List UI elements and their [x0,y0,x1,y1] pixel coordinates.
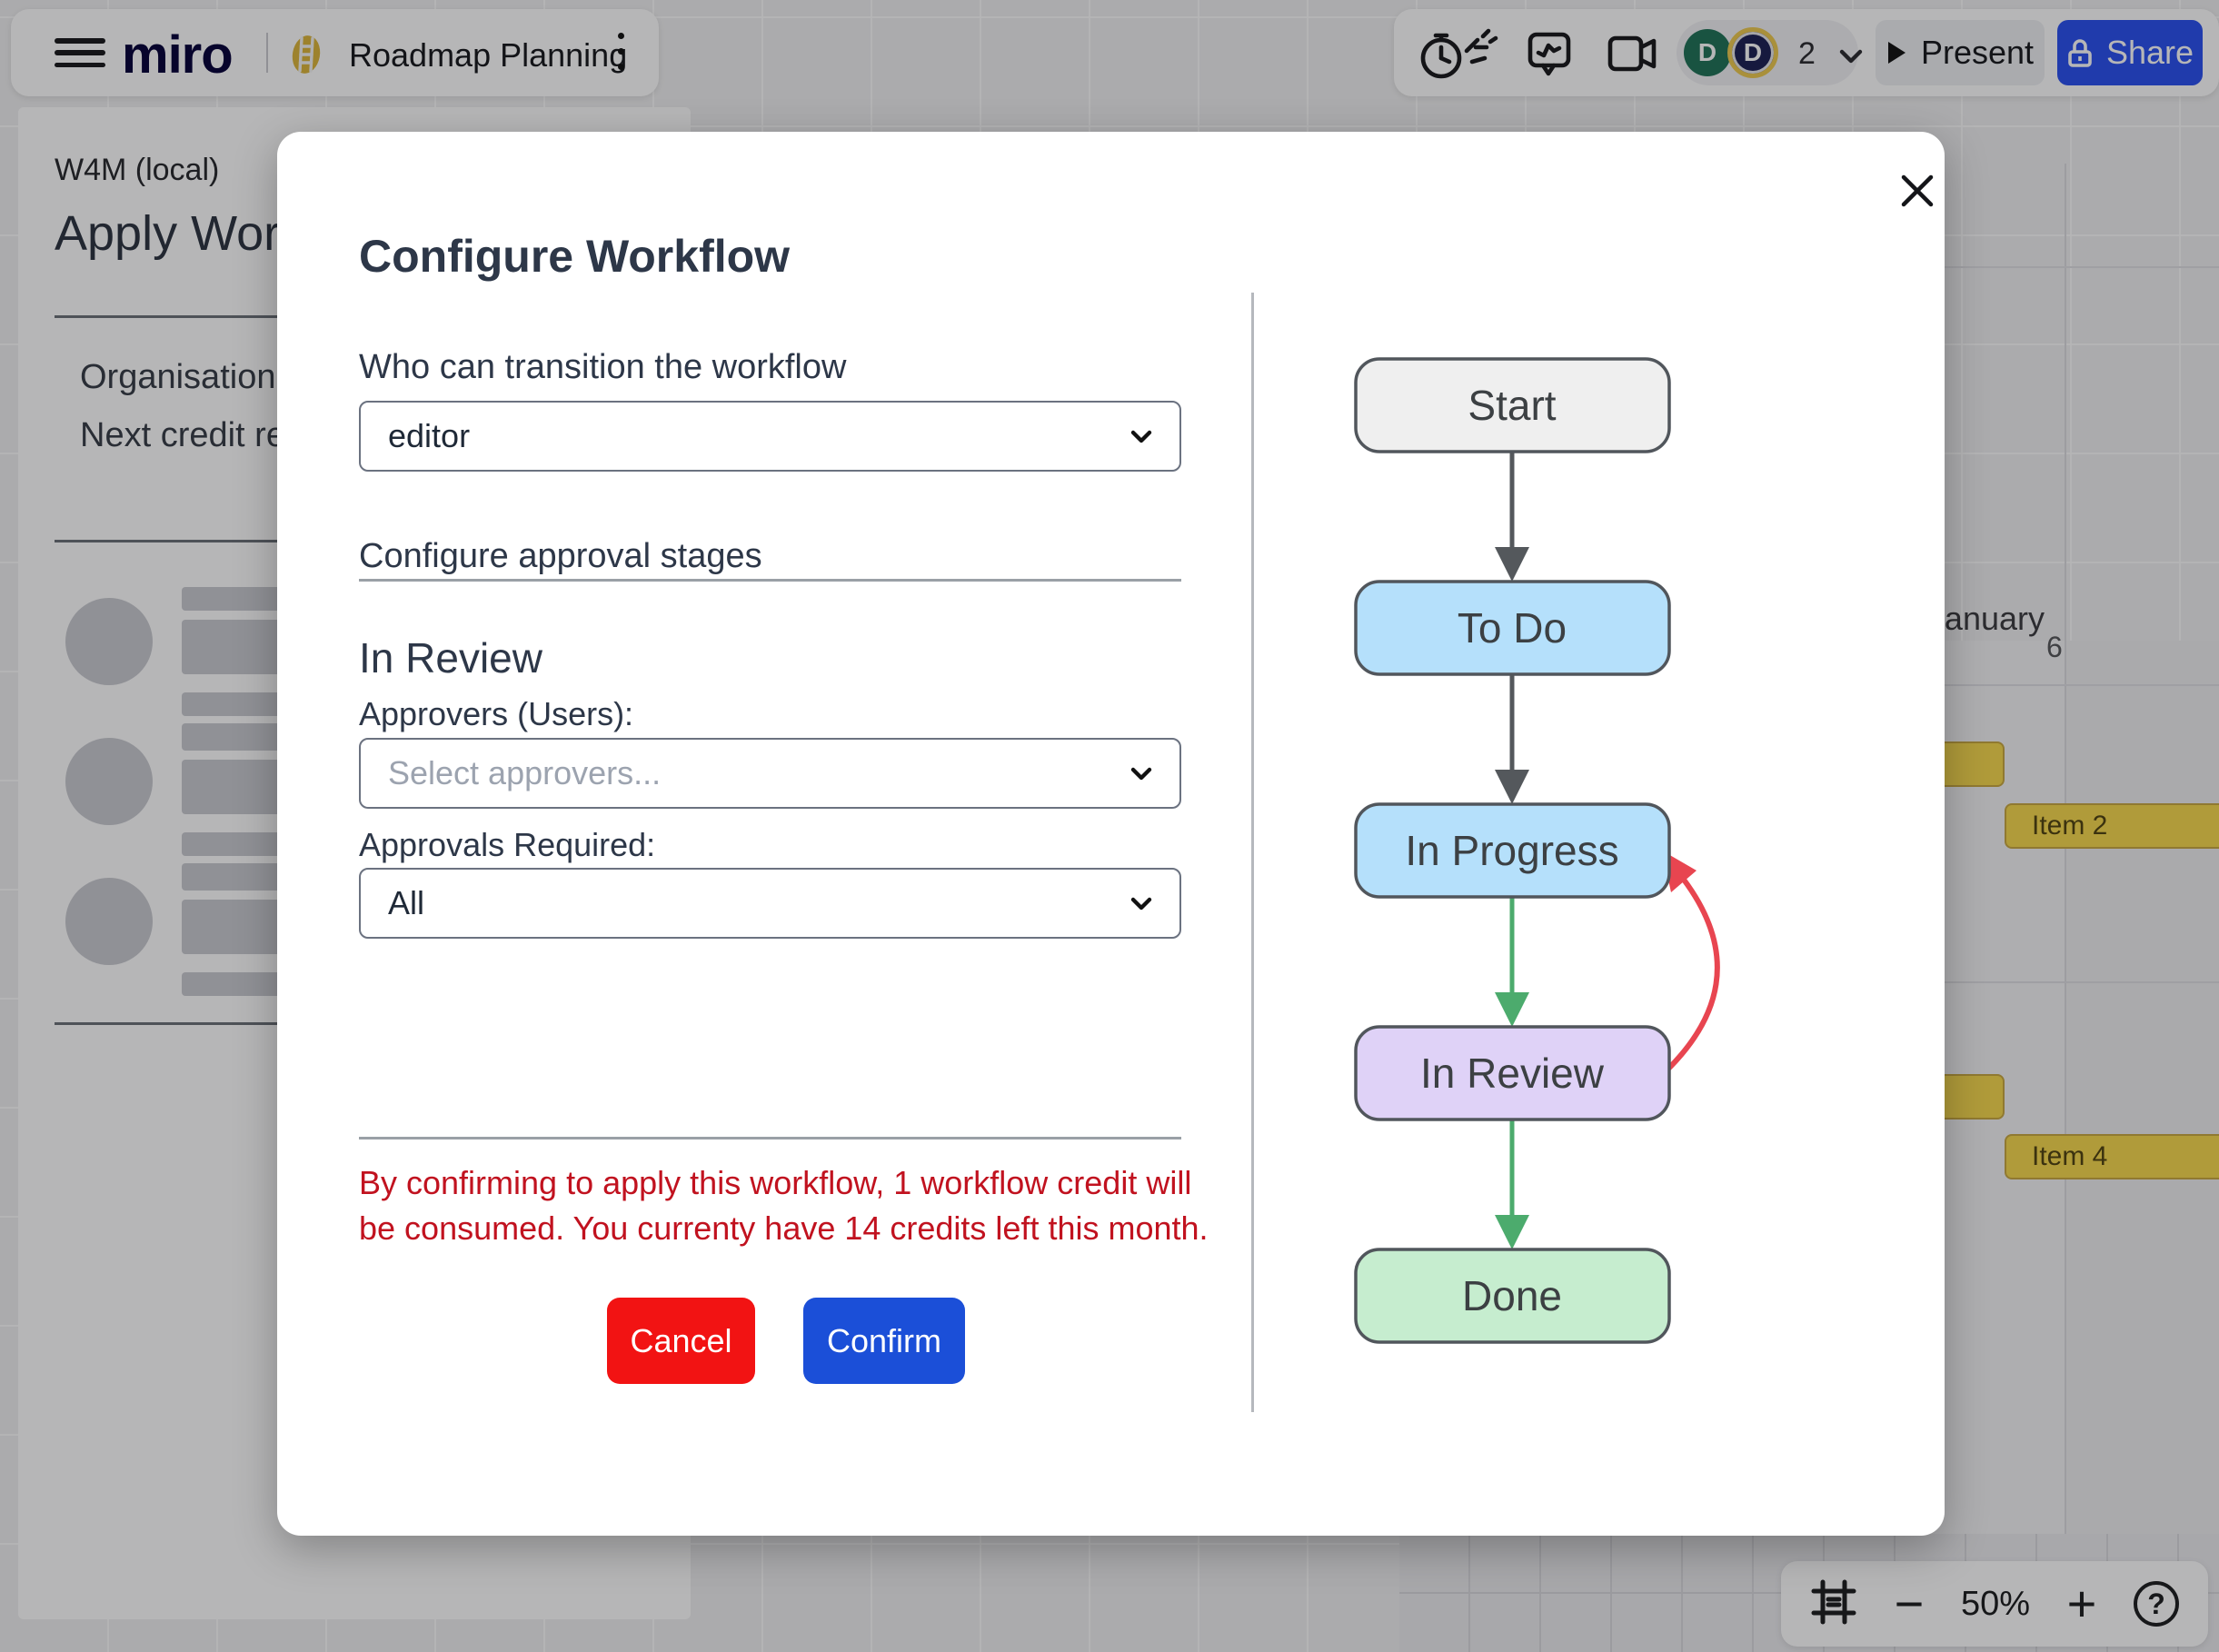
avatar[interactable]: D [1684,29,1731,76]
text-placeholder [182,587,282,611]
select-value: editor [388,417,471,454]
avatar-placeholder [65,878,153,965]
play-icon [1887,42,1906,64]
video-camera-icon[interactable] [1607,33,1659,79]
present-button[interactable]: Present [1876,20,2045,85]
timer-reactions-icon[interactable] [1416,27,1503,86]
avatar-placeholder [65,598,153,685]
zoom-controls: − 50% + ? [1781,1561,2208,1647]
flow-node-label: Done [1462,1272,1562,1319]
gantt-bar-label: Item 2 [2032,811,2108,841]
gantt-bar-item4[interactable]: Item 4 [2005,1134,2219,1179]
main-menu-button[interactable] [55,38,105,67]
flow-node-done [1354,1248,1671,1344]
miro-logo[interactable]: miro [122,25,234,85]
flow-node-label: In Review [1420,1050,1605,1097]
approval-stages-section-label: Configure approval stages [359,537,762,575]
gantt-gridline [2065,164,2066,1536]
select-value: All [388,884,425,921]
credit-warning-text: By confirming to apply this workflow, 1 … [359,1164,1209,1247]
comments-icon[interactable] [1527,31,1572,83]
collaborator-count: 2 [1798,36,1816,71]
flow-node-inreview [1354,1025,1671,1121]
chevron-down-icon [1839,49,1863,68]
text-placeholder [182,867,282,891]
workflow-diagram: Start To Do In Progress In Review Done [1354,357,1720,1344]
modal-title: Configure Workflow [359,231,791,282]
close-icon[interactable] [1896,170,1938,216]
transition-label: Who can transition the workflow [359,348,847,386]
section-divider [359,579,1181,582]
zoom-in-button[interactable]: + [2066,1575,2097,1632]
gantt-gridline [1863,981,2219,983]
configure-workflow-modal: Configure Workflow Who can transition th… [277,132,1945,1536]
flow-node-label: In Progress [1405,827,1618,874]
transition-role-select[interactable]: editor [359,401,1181,472]
zoom-out-button[interactable]: − [1894,1575,1925,1632]
arrowhead [1495,1215,1529,1249]
text-placeholder [182,727,282,751]
flow-node-start [1354,357,1671,453]
chevron-down-icon [1130,897,1152,910]
flow-node-todo [1354,580,1671,676]
gantt-bar-label: Item 4 [2032,1141,2108,1171]
section-divider [359,1137,1181,1139]
edge-inreview-inprogress-reject [1651,878,1720,1086]
lock-icon [2068,39,2092,67]
fit-to-frame-icon[interactable] [1810,1578,1857,1630]
approvers-label: Approvers (Users): [359,695,634,732]
arrowhead [1495,770,1529,804]
stage-title: In Review [359,634,542,682]
arrowhead [1495,992,1529,1027]
avatar[interactable]: D [1727,27,1778,78]
chevron-down-icon [1130,767,1152,780]
flow-node-label: Start [1468,382,1556,429]
board-name-text: W4M (local) [55,153,220,187]
share-button[interactable]: Share [2057,20,2203,85]
approvers-select[interactable]: Select approvers... [359,738,1181,809]
board-emoji-icon [289,33,323,81]
gantt-column-band [2066,641,2219,1536]
modal-divider [1251,293,1254,1412]
zoom-level[interactable]: 50% [1960,1584,2031,1623]
help-button[interactable]: ? [2133,1581,2179,1627]
toolbar-right: D D 2 Present Share [1394,9,2219,96]
flow-node-inprogress [1354,802,1671,899]
cancel-button[interactable]: Cancel [607,1298,755,1384]
board-options-kebab-icon[interactable] [618,33,625,70]
gantt-gridline [1863,266,2219,268]
toolbar-left: miro Roadmap Planning [11,9,659,96]
select-placeholder: Select approvers... [388,754,662,791]
gantt-month-label: January [1927,600,2045,637]
approvals-required-select[interactable]: All [359,868,1181,939]
chevron-down-icon [1130,430,1152,443]
arrowhead [1495,547,1529,582]
gantt-gridline [1863,684,2219,686]
gantt-bar-item2[interactable]: Item 2 [2005,803,2219,849]
flow-node-label: To Do [1458,604,1567,652]
approvals-required-label: Approvals Required: [359,826,656,863]
avatar-placeholder [65,738,153,825]
board-title[interactable]: Roadmap Planning [349,36,628,74]
confirm-button[interactable]: Confirm [803,1298,965,1384]
toolbar-divider [266,33,268,73]
gantt-day-label: 6 [2046,631,2063,663]
